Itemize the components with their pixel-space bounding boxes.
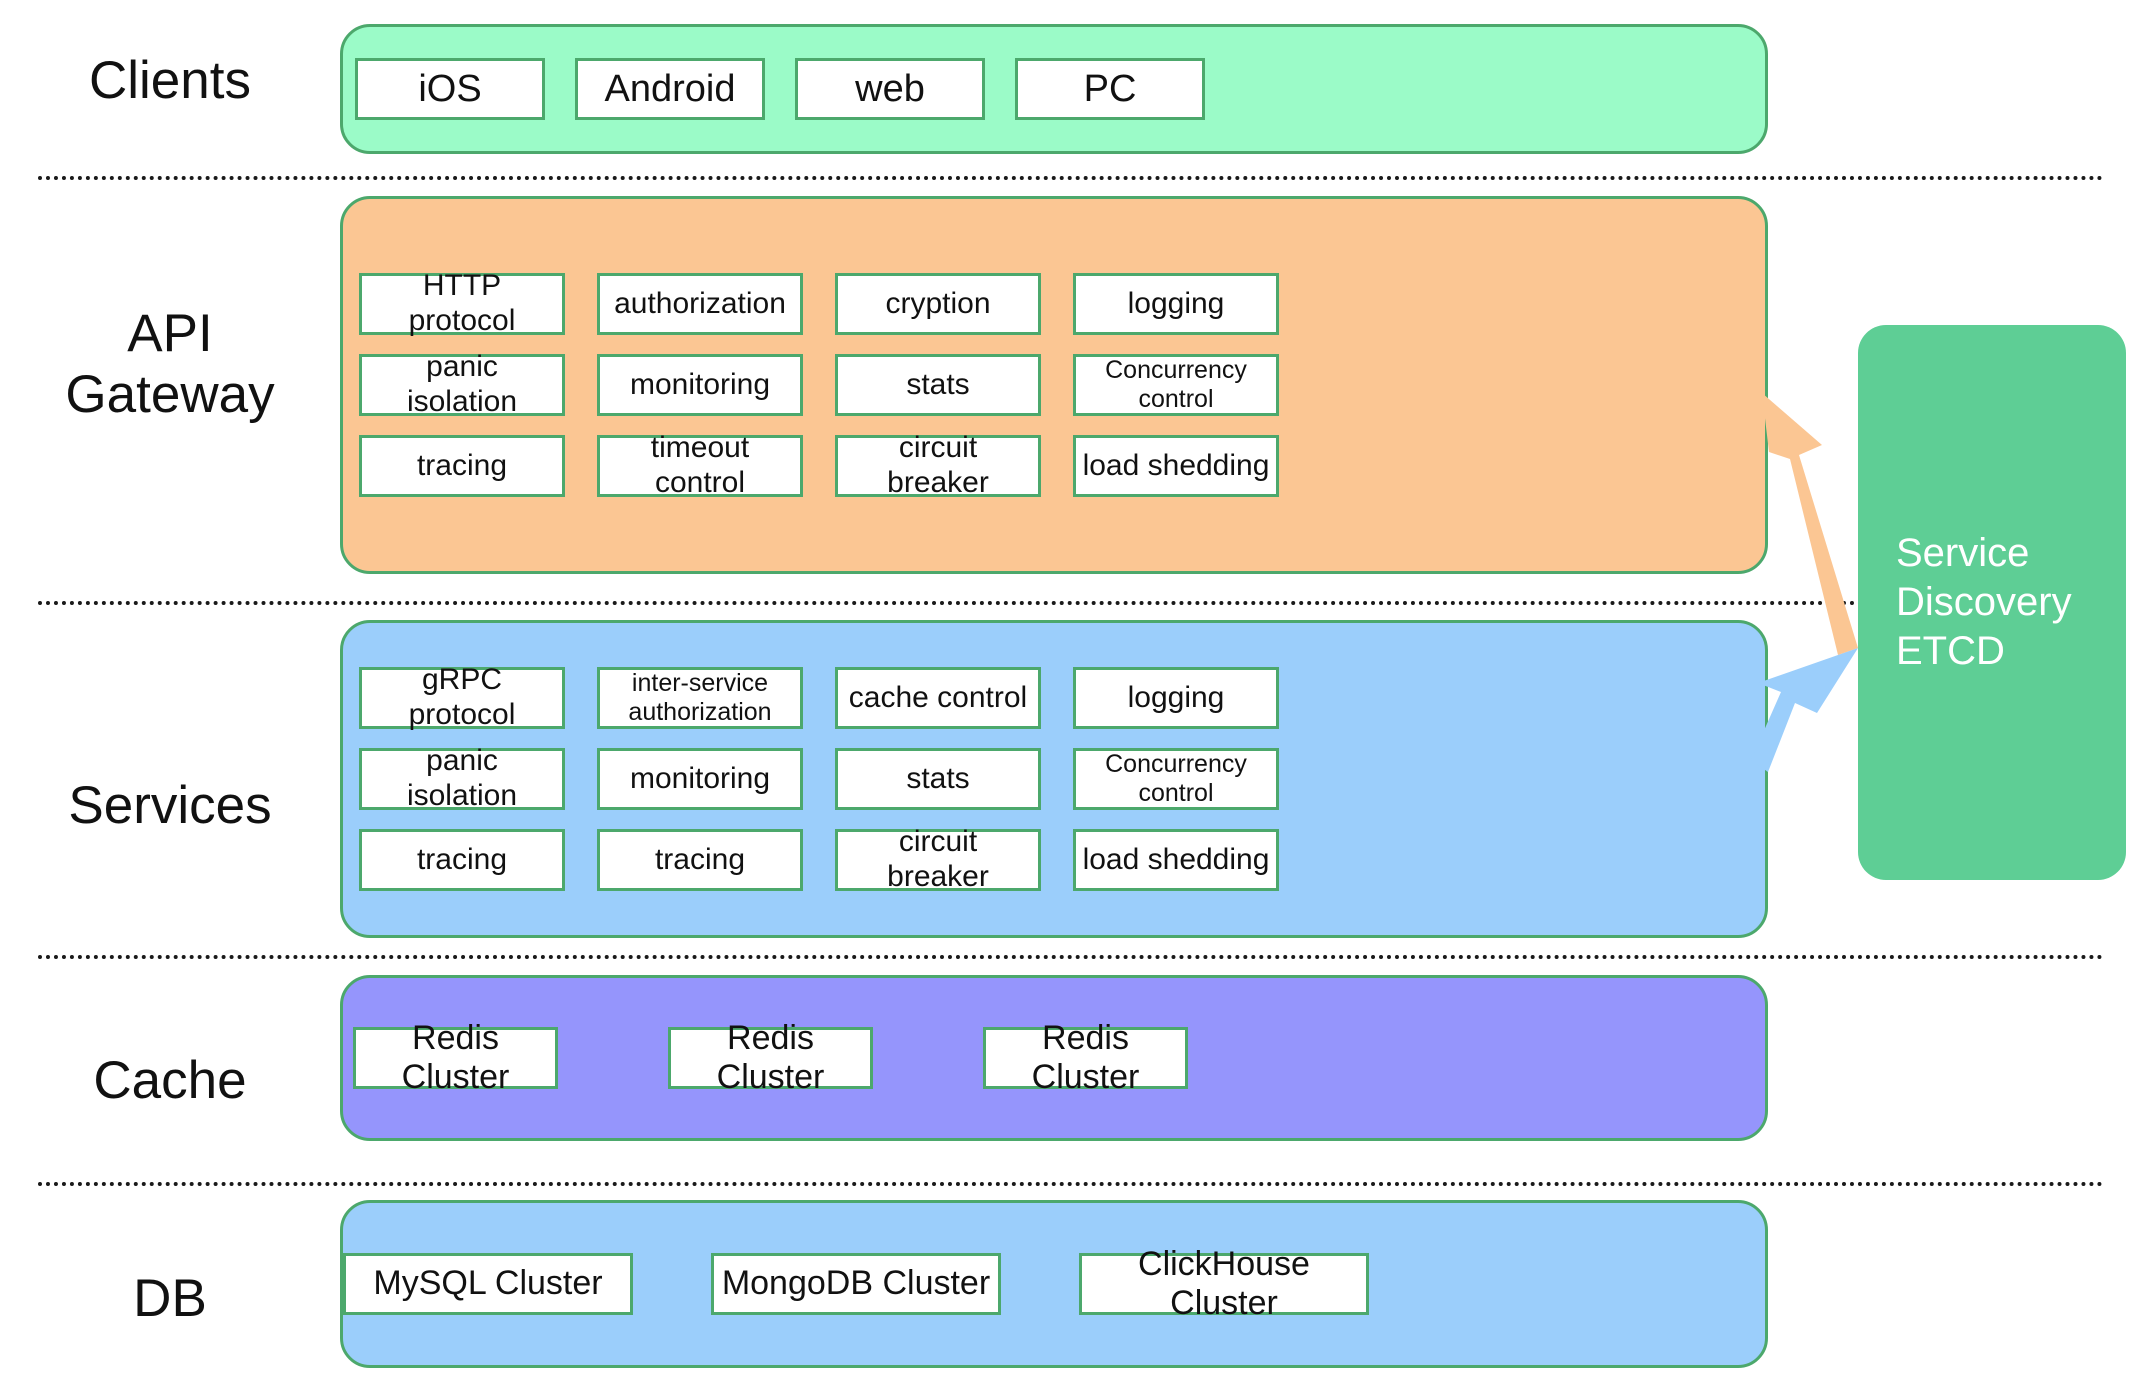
cell-circuit-breaker[interactable]: circuit breaker	[835, 825, 1041, 893]
cell-row: tracing timeout control circuit breaker …	[343, 431, 1765, 499]
cell-redis-cluster-2[interactable]: Redis Cluster	[668, 1019, 873, 1096]
cell-row: HTTP protocol authorization cryption log…	[343, 269, 1765, 337]
cell-cryption[interactable]: cryption	[835, 273, 1041, 335]
cell-concurrency-control[interactable]: Concurrency control	[1073, 354, 1279, 416]
tier-band-cache: Redis Cluster Redis Cluster Redis Cluste…	[340, 975, 1768, 1141]
cell-monitoring[interactable]: monitoring	[597, 354, 803, 416]
cell-android[interactable]: Android	[575, 58, 765, 120]
cell-ios[interactable]: iOS	[355, 58, 545, 120]
cell-tracing[interactable]: tracing	[359, 435, 565, 497]
arrow-etcd-to-api-gateway	[1762, 393, 1858, 655]
tier-label-clients: Clients	[88, 51, 251, 110]
cell-cache-control[interactable]: cache control	[835, 667, 1041, 729]
tier-label-services: Services	[68, 776, 272, 835]
cell-logging[interactable]: logging	[1073, 273, 1279, 335]
cell-circuit-breaker[interactable]: circuit breaker	[835, 431, 1041, 499]
cell-row: panic isolation monitoring stats Concurr…	[343, 744, 1765, 812]
separator-cache-db	[38, 1182, 2104, 1186]
cell-stats[interactable]: stats	[835, 354, 1041, 416]
cell-timeout-control[interactable]: timeout control	[597, 431, 803, 499]
cell-load-shedding[interactable]: load shedding	[1073, 435, 1279, 497]
cell-row: panic isolation monitoring stats Concurr…	[343, 350, 1765, 418]
cell-redis-cluster-1[interactable]: Redis Cluster	[353, 1019, 558, 1096]
cell-row: iOS Android web PC	[343, 58, 1765, 120]
cell-inter-service-authorization[interactable]: inter-service authorization	[597, 667, 803, 729]
cell-pc[interactable]: PC	[1015, 58, 1205, 120]
cell-grpc-protocol[interactable]: gRPC protocol	[359, 663, 565, 731]
cell-concurrency-control[interactable]: Concurrency control	[1073, 748, 1279, 810]
cell-mysql-cluster[interactable]: MySQL Cluster	[343, 1253, 633, 1315]
cell-load-shedding[interactable]: load shedding	[1073, 829, 1279, 891]
cell-stats[interactable]: stats	[835, 748, 1041, 810]
tier-band-services: gRPC protocol inter-service authorizatio…	[340, 620, 1768, 938]
cell-tracing-2[interactable]: tracing	[597, 829, 803, 891]
tier-label-cache: Cache	[93, 1051, 247, 1110]
cell-tracing-1[interactable]: tracing	[359, 829, 565, 891]
cell-row: MySQL Cluster MongoDB Cluster ClickHouse…	[343, 1245, 1765, 1322]
tier-band-db: MySQL Cluster MongoDB Cluster ClickHouse…	[340, 1200, 1768, 1368]
service-discovery-etcd-box[interactable]: Service Discovery ETCD	[1858, 325, 2126, 880]
cell-monitoring[interactable]: monitoring	[597, 748, 803, 810]
cell-row: Redis Cluster Redis Cluster Redis Cluste…	[343, 1019, 1765, 1096]
tier-band-clients: iOS Android web PC	[340, 24, 1768, 154]
separator-clients-gateway	[38, 176, 2104, 180]
tier-band-api-gateway: HTTP protocol authorization cryption log…	[340, 196, 1768, 574]
cell-logging[interactable]: logging	[1073, 667, 1279, 729]
cell-mongodb-cluster[interactable]: MongoDB Cluster	[711, 1253, 1001, 1315]
service-discovery-label: Service Discovery ETCD	[1896, 531, 2072, 673]
separator-gateway-services	[38, 601, 2104, 605]
cell-panic-isolation[interactable]: panic isolation	[359, 744, 565, 812]
cell-http-protocol[interactable]: HTTP protocol	[359, 269, 565, 337]
tier-label-db: DB	[133, 1269, 207, 1328]
cell-row: tracing tracing circuit breaker load she…	[343, 825, 1765, 893]
cell-redis-cluster-3[interactable]: Redis Cluster	[983, 1019, 1188, 1096]
separator-services-cache	[38, 955, 2104, 959]
cell-panic-isolation[interactable]: panic isolation	[359, 350, 565, 418]
cell-authorization[interactable]: authorization	[597, 273, 803, 335]
cell-web[interactable]: web	[795, 58, 985, 120]
tier-label-api-gateway: API Gateway	[65, 304, 275, 425]
cell-row: gRPC protocol inter-service authorizatio…	[343, 663, 1765, 731]
cell-clickhouse-cluster[interactable]: ClickHouse Cluster	[1079, 1245, 1369, 1322]
